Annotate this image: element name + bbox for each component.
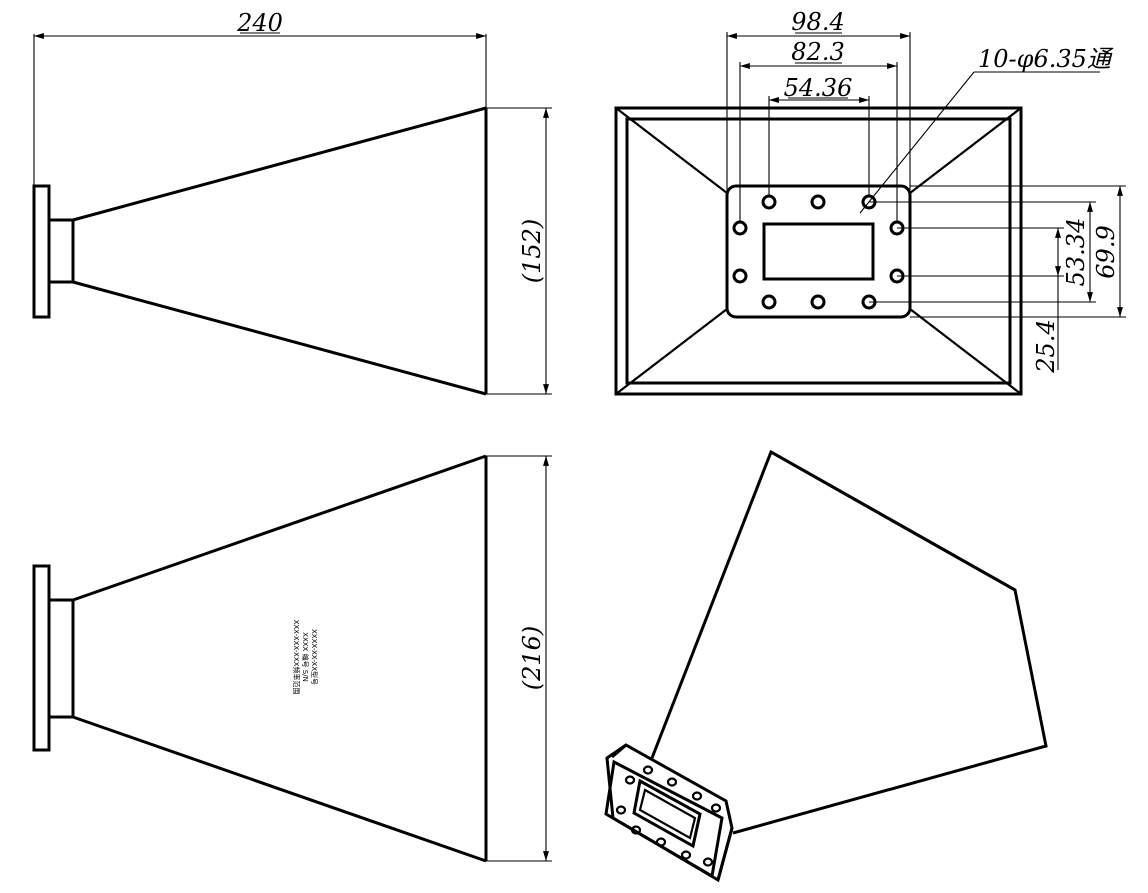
nameplate-line-2: XXXX 编号 S/N [301,632,310,682]
dim-bolt-span-x: 82.3 [791,38,844,66]
nameplate: XXXX-XX-XX型号 XXXX 编号 S/N XXX-XXX-XXX频率范围 [292,620,319,695]
bolt-holes [732,194,905,310]
dim-flange-width: 98.4 [791,8,844,36]
waveguide-neck [47,218,75,284]
dim-aperture-height: (152) [518,219,546,284]
flange-outline [32,184,51,319]
dim-overall-length: 240 [236,9,283,37]
dim-bolt-offset: 25.4 [1032,319,1060,373]
aperture-outline [614,106,1023,396]
nameplate-line-3: XXX-XXX-XXX频率范围 [292,620,301,695]
flange-outline [32,564,51,752]
nameplate-line-1: XXXX-XX-XX型号 [310,629,319,685]
isometric-view [604,449,1048,883]
front-view-aperture: 98.4 82.3 54.36 10-φ6.35通 53.34 69.9 25.… [614,8,1126,396]
horn-lower-edge [72,280,487,396]
bolt-hole [761,294,777,310]
dim-inner-bolt-span: 54.36 [784,74,853,102]
iso-waveguide-opening [632,778,702,849]
waveguide-opening [762,222,875,281]
dim-bolt-span-y-outer: 69.9 [1092,225,1120,278]
leader-line [859,71,975,214]
bolt-hole [732,268,748,284]
bolt-hole [810,294,826,310]
iso-bolt-holes [615,765,722,867]
dim-aperture-width: (216) [518,626,546,691]
horn-body [650,449,1048,835]
bolt-hole [732,220,748,236]
flange-face [725,184,912,319]
hole-callout: 10-φ6.35通 [978,45,1114,73]
dim-bolt-span-y-inner: 53.34 [1062,218,1090,287]
bolt-hole [810,194,826,210]
horn-lower-edge [72,715,487,863]
horn-upper-edge [72,106,487,222]
waveguide-neck [47,598,75,719]
horn-upper-edge [72,454,487,602]
side-view-bottom: (216) XXXX-XX-XX型号 XXXX 编号 S/N XXX-XXX-X… [32,454,552,863]
side-view-top: 240 (152) [32,9,552,396]
bolt-hole [761,194,777,210]
